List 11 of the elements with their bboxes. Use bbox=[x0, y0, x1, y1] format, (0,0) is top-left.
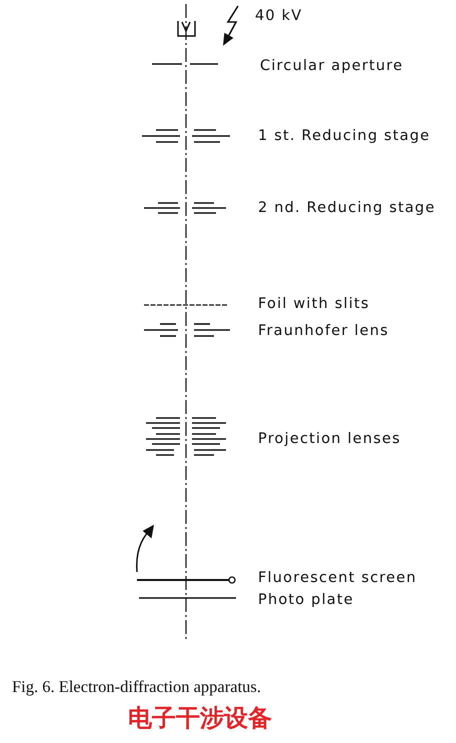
part-label: 1 st. Reducing stage bbox=[258, 129, 430, 144]
part-label: Photo plate bbox=[258, 593, 354, 608]
part-label: Fraunhofer lens bbox=[258, 324, 389, 338]
part-label: Foil with slits bbox=[258, 297, 370, 312]
part-label: Fluorescent screen bbox=[258, 571, 417, 586]
figure-caption: Fig. 6. Electron-diffraction apparatus. bbox=[12, 677, 261, 697]
voltage-label: 40 kV bbox=[255, 9, 302, 24]
part-label: Projection lenses bbox=[258, 432, 401, 446]
part-label: Circular aperture bbox=[260, 59, 404, 74]
chinese-caption: 电子干涉设备 bbox=[128, 706, 272, 730]
part-label: 2 nd. Reducing stage bbox=[258, 201, 436, 216]
